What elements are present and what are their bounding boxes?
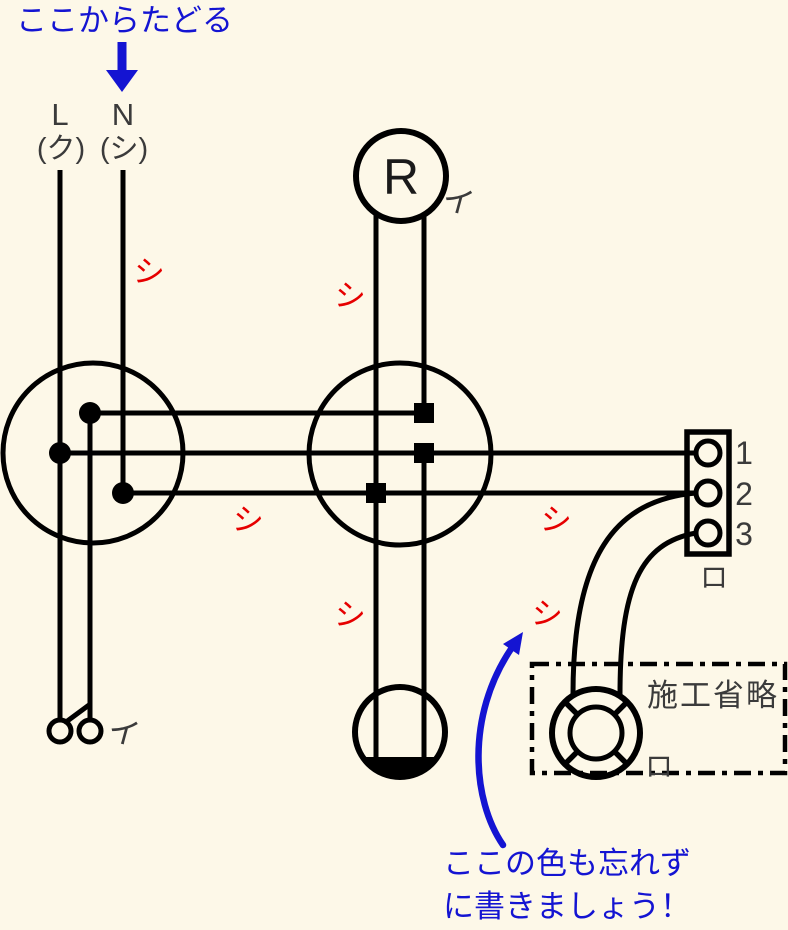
switch-terminal-icon	[46, 717, 74, 745]
junction-box-middle	[306, 360, 494, 548]
lamp-r-letter: R	[383, 149, 419, 205]
switch-terminal-icon	[76, 717, 104, 745]
terminal-screw-icon	[693, 478, 723, 508]
terminal-number-label: 2	[735, 476, 753, 512]
lamp-r-symbol-icon	[353, 128, 449, 224]
trace-note-text: ここからたどる	[16, 3, 233, 38]
curved-arrow-head-icon	[503, 632, 523, 655]
wire-color-labels: シ シ シ シ シ シ	[131, 253, 574, 635]
switch-i: イ	[46, 702, 143, 754]
terminal-block-circuit-label: ロ	[700, 562, 728, 593]
lamp-r: R イ	[353, 128, 478, 224]
terminal-screw-icon	[693, 438, 723, 468]
lamp-receptacle-spokes	[562, 699, 630, 767]
terminal-screw-icon	[693, 518, 723, 548]
power-source-labels: L N (ク) (シ)	[37, 97, 148, 165]
wire-color-label: シ	[131, 253, 167, 292]
connection-dot	[79, 402, 101, 424]
outlet-fill-segment	[362, 757, 438, 777]
connection-square	[414, 403, 434, 423]
wire-color-label: シ	[332, 277, 368, 316]
color-reminder-annotation: ここの色も忘れず に書きましょう！	[443, 632, 691, 924]
trace-annotation: ここからたどる	[16, 3, 233, 92]
terminal-block-body	[684, 429, 732, 557]
source-n-label: N	[112, 97, 134, 132]
terminal3-to-lamp-wire	[617, 530, 697, 696]
construction-omitted-caption: 施工省略	[647, 678, 779, 713]
wire-color-label: シ	[230, 501, 266, 540]
omitted-lamp-circuit-label: ロ	[645, 751, 673, 782]
wire-color-label: シ	[529, 595, 565, 634]
connection-square	[414, 443, 434, 463]
source-n-wire-color-label: (シ)	[100, 133, 148, 165]
connection-dot	[49, 442, 71, 464]
color-reminder-line1: ここの色も忘れず	[443, 846, 691, 881]
switch-lever-icon	[63, 702, 92, 725]
terminal2-to-lamp-wire	[570, 490, 697, 695]
connection-dot	[112, 482, 134, 504]
terminal-number-label: 1	[735, 435, 753, 471]
wire-color-label: シ	[538, 501, 574, 540]
connection-square	[366, 483, 386, 503]
source-l-wire-color-label: (ク)	[37, 133, 85, 165]
arrow-down-head-icon	[106, 70, 138, 92]
outlet-symbol-icon	[352, 684, 448, 780]
lamp-receptacle-inner-icon	[567, 704, 625, 762]
terminal-block: 1 2 3 ロ	[684, 429, 753, 593]
curved-arrow-icon	[475, 645, 515, 849]
source-l-label: L	[51, 97, 68, 132]
color-reminder-line2: に書きましょう！	[443, 889, 691, 924]
terminal-number-label: 3	[735, 516, 753, 552]
lamp-receptacle-outer-icon	[549, 686, 643, 780]
construction-omitted-section: 施工省略 ロ	[529, 661, 788, 782]
switch-circuit-label: イ	[104, 712, 143, 754]
wire-color-label: シ	[332, 596, 368, 635]
junction-box-left	[0, 360, 186, 546]
wires	[57, 170, 697, 757]
outlet	[352, 684, 448, 780]
connection-points	[49, 402, 434, 504]
